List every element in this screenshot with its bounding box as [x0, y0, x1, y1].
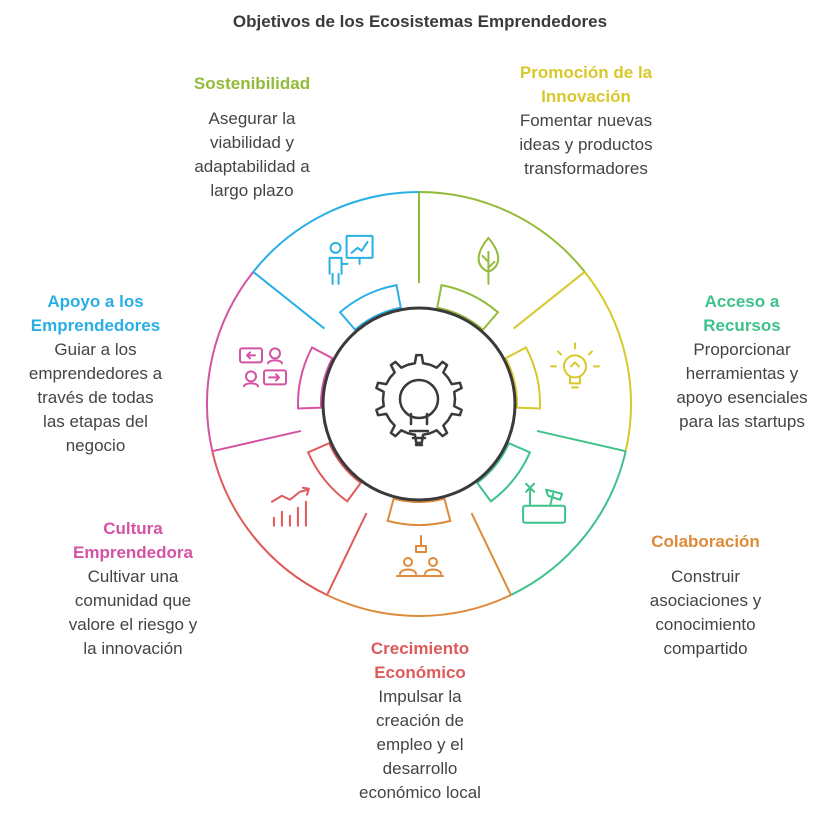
- divider-cultura: [212, 429, 302, 453]
- heading-recursos: Acceso a Recursos: [703, 292, 781, 335]
- ring-arc-cultura: [206, 271, 255, 452]
- ring-arc-recursos: [510, 450, 627, 596]
- block-recursos: Acceso a Recursos Proporcionar herramien…: [662, 290, 822, 434]
- block-colaboracion: Colaboración Construir asociaciones y co…: [628, 530, 783, 661]
- tab-recursos: [475, 441, 532, 503]
- toolbox-icon: [522, 482, 567, 524]
- collaboration-icon: [396, 535, 444, 577]
- heading-sostenibilidad: Sostenibilidad: [193, 74, 311, 93]
- tab-apoyo: [338, 283, 402, 332]
- ring-arc-crecimiento: [211, 450, 328, 596]
- block-cultura: Cultura Emprendedora Cultivar una comuni…: [48, 517, 218, 661]
- ring-arc-colaboracion: [326, 594, 512, 618]
- heading-apoyo: Apoyo a los Emprendedores: [30, 292, 161, 335]
- desc-recursos: Proporcionar herramientas y apoyo esenci…: [676, 340, 808, 431]
- page-title: Objetivos de los Ecosistemas Emprendedor…: [232, 12, 608, 31]
- desc-cultura: Cultivar una comunidad que valore el rie…: [68, 567, 198, 658]
- ring-arc-sostenibilidad: [418, 191, 586, 273]
- divider-colaboracion: [470, 512, 512, 596]
- desc-colaboracion: Construir asociaciones y conocimiento co…: [649, 567, 762, 658]
- block-apoyo: Apoyo a los Emprendedores Guiar a los em…: [8, 290, 183, 458]
- presentation-icon: [328, 234, 374, 285]
- gear-bulb-icon: [375, 353, 463, 447]
- heading-innovacion: Promoción de la Innovación: [519, 63, 653, 106]
- growth-chart-icon: [270, 486, 310, 527]
- tab-innovacion: [504, 346, 541, 410]
- tab-crecimiento: [306, 441, 363, 503]
- tab-colaboracion: [386, 497, 452, 526]
- conversation-icon: [239, 347, 288, 388]
- divider-recursos: [536, 429, 626, 453]
- block-sostenibilidad: Sostenibilidad Asegurar la viabilidad y …: [172, 72, 332, 203]
- divider-apoyo: [252, 271, 326, 330]
- center-circle: [321, 306, 517, 502]
- tab-cultura: [297, 346, 334, 410]
- desc-sostenibilidad: Asegurar la viabilidad y adaptabilidad a…: [194, 109, 310, 200]
- divider-crecimiento: [326, 512, 368, 596]
- desc-apoyo: Guiar a los emprendedores a través de to…: [28, 340, 163, 455]
- ring-arc-apoyo: [252, 191, 420, 273]
- block-innovacion: Promoción de la Innovación Fomentar nuev…: [496, 61, 676, 181]
- heading-colaboracion: Colaboración: [651, 532, 760, 551]
- desc-innovacion: Fomentar nuevas ideas y productos transf…: [519, 111, 653, 178]
- divider-innovacion: [512, 271, 586, 330]
- block-crecimiento: Crecimiento Económico Impulsar la creaci…: [340, 637, 500, 805]
- heading-crecimiento: Crecimiento Económico: [370, 639, 470, 682]
- lightbulb-icon: [549, 342, 600, 389]
- plant-icon: [477, 236, 500, 285]
- tab-sostenibilidad: [436, 283, 500, 332]
- heading-cultura: Cultura Emprendedora: [73, 519, 193, 562]
- desc-crecimiento: Impulsar la creación de empleo y el desa…: [359, 687, 481, 802]
- ring-arc-innovacion: [583, 271, 632, 452]
